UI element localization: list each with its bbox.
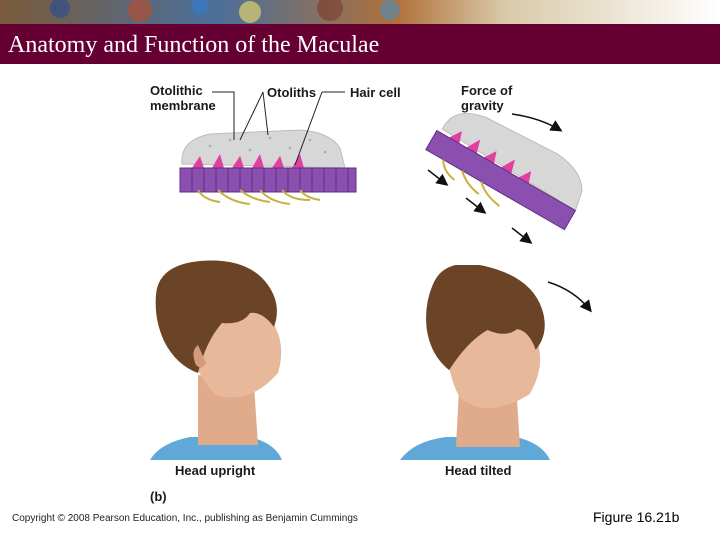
head-upright-illustration: [150, 255, 290, 460]
copyright-notice: Copyright © 2008 Pearson Education, Inc.…: [12, 513, 358, 524]
label-head-tilted: Head tilted: [445, 463, 511, 478]
label-otolithic-membrane-line2: membrane: [150, 98, 216, 113]
label-otolithic-membrane-line1: Otolithic: [150, 83, 203, 98]
label-force-line2: gravity: [461, 98, 504, 113]
label-hair-cell: Hair cell: [350, 85, 401, 100]
panel-label: (b): [150, 489, 167, 504]
figure-reference: Figure 16.21b: [593, 509, 679, 525]
label-otoliths: Otoliths: [267, 85, 316, 100]
label-force-line1: Force of: [461, 83, 512, 98]
label-head-upright: Head upright: [175, 463, 255, 478]
head-tilted-illustration: [400, 265, 585, 460]
